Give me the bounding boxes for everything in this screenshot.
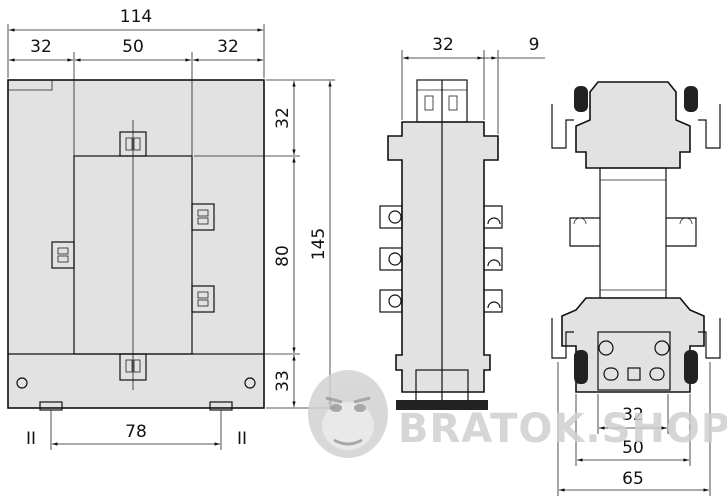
front-body-fill: [8, 80, 264, 408]
dim-height: 145: [309, 228, 329, 260]
side-dim-offset: 9: [529, 35, 540, 55]
end-coil-bottom-left: [574, 350, 588, 384]
end-view: [551, 81, 721, 393]
side-dimensions: [401, 50, 545, 134]
end-dimensions: [557, 362, 711, 496]
front-clip-right-lower: [191, 285, 215, 313]
end-terminal-box: [597, 331, 671, 391]
dim-left: 32: [30, 37, 52, 57]
dim-right: 32: [217, 37, 239, 57]
end-tab-left: [569, 217, 600, 247]
end-middle-column: [599, 167, 667, 299]
side-hooks-right: [484, 205, 503, 313]
end-top-fill: [576, 82, 690, 168]
front-body-outline: [7, 79, 265, 409]
gorilla-logo-icon: [308, 370, 388, 458]
end-top-outline: [575, 81, 691, 169]
end-hook-top-left: [551, 104, 574, 149]
front-clip-top: [119, 131, 147, 157]
end-dim-outer: 65: [622, 469, 644, 489]
watermark-text: BRATOK.SHOP: [398, 406, 727, 452]
side-dim-width: 32: [432, 35, 454, 55]
dim-mount: 78: [125, 422, 147, 442]
front-notch: [8, 80, 53, 91]
terminal-right-label: II: [237, 429, 247, 449]
end-bottom-outline: [561, 297, 705, 393]
front-clip-right-upper: [191, 203, 215, 231]
end-dim-middle: 50: [622, 438, 644, 458]
dim-window: 80: [273, 245, 293, 267]
side-body-fill: [388, 122, 498, 392]
front-hole-right: [244, 377, 256, 389]
dim-total-width: 114: [120, 7, 152, 27]
end-tab-right: [666, 217, 697, 247]
end-coil-bottom-right: [684, 350, 698, 384]
dim-middle: 50: [122, 37, 144, 57]
front-hole-left: [16, 377, 28, 389]
front-dimensions: [7, 24, 335, 450]
front-clip-left: [51, 241, 75, 269]
side-body-outline: [387, 121, 499, 393]
front-clip-bottom: [119, 353, 147, 381]
end-coil-top-left: [574, 86, 588, 112]
watermark: BRATOK.SHOP: [308, 370, 727, 458]
side-screws-left: [379, 205, 403, 313]
end-hook-bottom-right: [698, 318, 721, 359]
side-base-plate: [396, 400, 488, 410]
dim-bottom: 33: [273, 370, 293, 392]
front-view: [7, 79, 265, 411]
side-view: [379, 79, 503, 410]
end-dim-inner: 32: [622, 405, 644, 425]
end-hook-top-right: [698, 104, 721, 149]
end-coil-top-right: [684, 86, 698, 112]
end-hook-bottom-left: [551, 318, 574, 359]
dim-top: 32: [273, 107, 293, 129]
terminal-left-label: II: [26, 429, 36, 449]
